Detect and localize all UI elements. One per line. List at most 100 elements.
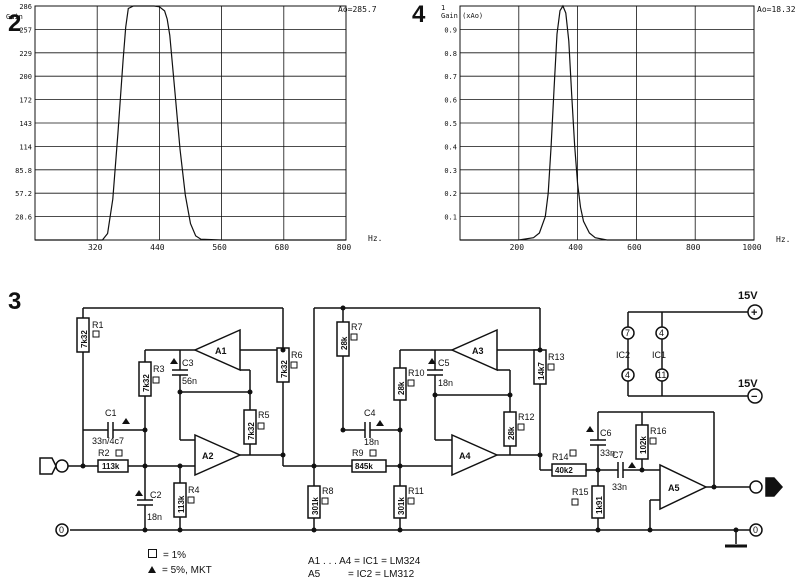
legend-ic-line-1: A1 . . . A4 = IC1 = LM324 (308, 556, 421, 567)
c2-x-tick-label: 440 (150, 243, 165, 252)
c2-x-tick-label: 320 (88, 243, 103, 252)
c1-value: 33n/4c7 (92, 436, 124, 446)
output-terminal (749, 480, 763, 494)
c2-x-tick-label: 680 (275, 243, 290, 252)
c2-y-tick-label: 57.2 (15, 190, 32, 198)
c4-name: C4 (364, 408, 376, 418)
pin-11-label: 11 (657, 370, 666, 380)
c3-name: C3 (182, 358, 194, 368)
figure-2-number: 2 (8, 10, 22, 37)
c2-y-tick-label: 85.8 (15, 167, 32, 175)
c5-name: C5 (438, 358, 450, 368)
ic2-label: IC2 (616, 350, 630, 360)
ic1-pin-4 (655, 326, 669, 340)
square-icon (148, 549, 157, 558)
ic2-pin-4 (621, 368, 635, 382)
chart-4-y-ticks: 0.90.80.70.60.50.40.30.20.1 (444, 26, 457, 221)
triangle-icon (148, 566, 156, 573)
r13-name: R13 (548, 352, 565, 362)
chart-4-y-top: 1 (441, 4, 445, 12)
r16-name: R16 (650, 426, 667, 436)
output-arrow-icon (765, 477, 784, 497)
c2-y-tick-label: 286 (19, 3, 32, 11)
c4-y-tick-label: 0.9 (444, 26, 457, 34)
chart-4-grid (459, 5, 755, 241)
chart-2-response-curve (35, 5, 346, 241)
c6-value: 33n (600, 448, 615, 458)
ic1-pin-11 (655, 368, 669, 382)
figure-3-number: 3 (8, 288, 22, 315)
chart-2-y-label: Gain (6, 13, 23, 21)
supply-positive-label: 15V (738, 290, 758, 302)
c3-value: 56n (182, 376, 197, 386)
junction-dots (80, 305, 739, 533)
r4-value: 113k (177, 495, 186, 513)
r13-value: 14k7 (537, 362, 546, 380)
chart-2-grid (34, 5, 347, 241)
c2-value: 18n (147, 512, 162, 522)
c7-name: C7 (612, 450, 624, 460)
c4-y-tick-label: 0.1 (444, 214, 457, 222)
c2-name: C2 (150, 490, 162, 500)
input-terminal (55, 459, 69, 473)
r2-value: 113k (102, 462, 120, 471)
c2-y-tick-label: 114 (19, 143, 32, 151)
c2-x-tick-label: 800 (337, 243, 352, 252)
schematic (39, 304, 784, 548)
c5-value: 18n (438, 378, 453, 388)
c2-x-tick-label: 560 (212, 243, 227, 252)
legend-triangle-text: = 5%, MKT (162, 565, 212, 576)
ground-terminal-left (55, 523, 69, 537)
c1-name: C1 (105, 408, 117, 418)
a4-opamp (451, 433, 499, 477)
r10-name: R10 (408, 368, 425, 378)
r14-value: 40k2 (555, 466, 573, 475)
c4-x-tick-label: 400 (568, 243, 583, 252)
tolerance-square-markers (92, 330, 657, 506)
ground-terminal-right (749, 523, 763, 537)
r14-name: R14 (552, 452, 569, 462)
a2-label: A2 (202, 451, 214, 461)
r5-name: R5 (258, 410, 270, 420)
pin-4a-label: 4 (659, 328, 664, 338)
c6-name: C6 (600, 428, 612, 438)
c4-y-tick-label: 0.4 (444, 143, 457, 151)
r7-name: R7 (351, 322, 363, 332)
r1-name: R1 (92, 320, 104, 330)
c4-y-tick-label: 0.2 (444, 190, 457, 198)
supply-negative-terminal (747, 388, 763, 404)
ground-left-label: 0 (59, 525, 64, 535)
a1-label: A1 (215, 346, 227, 356)
r3-value: 7k32 (142, 374, 151, 392)
r1-value: 7k32 (80, 330, 89, 348)
legend-square-text: = 1% (163, 550, 187, 561)
r3-name: R3 (153, 364, 165, 374)
c4-value: 18n (364, 437, 379, 447)
r6-name: R6 (291, 350, 303, 360)
supply-positive-terminal (747, 304, 763, 320)
r4-name: R4 (188, 485, 200, 495)
chart-4-y-label: Gain (xAo) (441, 12, 483, 20)
chart-4-annotation: Ao=18.32 (757, 5, 796, 14)
r12-value: 28k (507, 426, 516, 440)
c4-x-tick-label: 800 (686, 243, 701, 252)
c4-y-tick-label: 0.5 (444, 120, 457, 128)
r8-name: R8 (322, 486, 334, 496)
r2-name: R2 (98, 448, 110, 458)
chart-2-x-ticks: 320 440 560 680 800 (88, 243, 351, 252)
c4-y-tick-label: 0.3 (444, 167, 457, 175)
c2-y-tick-label: 172 (19, 97, 32, 105)
ground-right-label: 0 (753, 525, 758, 535)
input-arrow-icon (39, 457, 57, 475)
r10-value: 28k (397, 381, 406, 395)
r7-value: 28k (340, 336, 349, 350)
chart-4-response-curve (460, 4, 754, 241)
supply-negative-label: 15V (738, 378, 758, 390)
r9-value: 845k (355, 462, 373, 471)
minus-icon: − (751, 391, 757, 403)
r5-value: 7k32 (247, 422, 256, 440)
